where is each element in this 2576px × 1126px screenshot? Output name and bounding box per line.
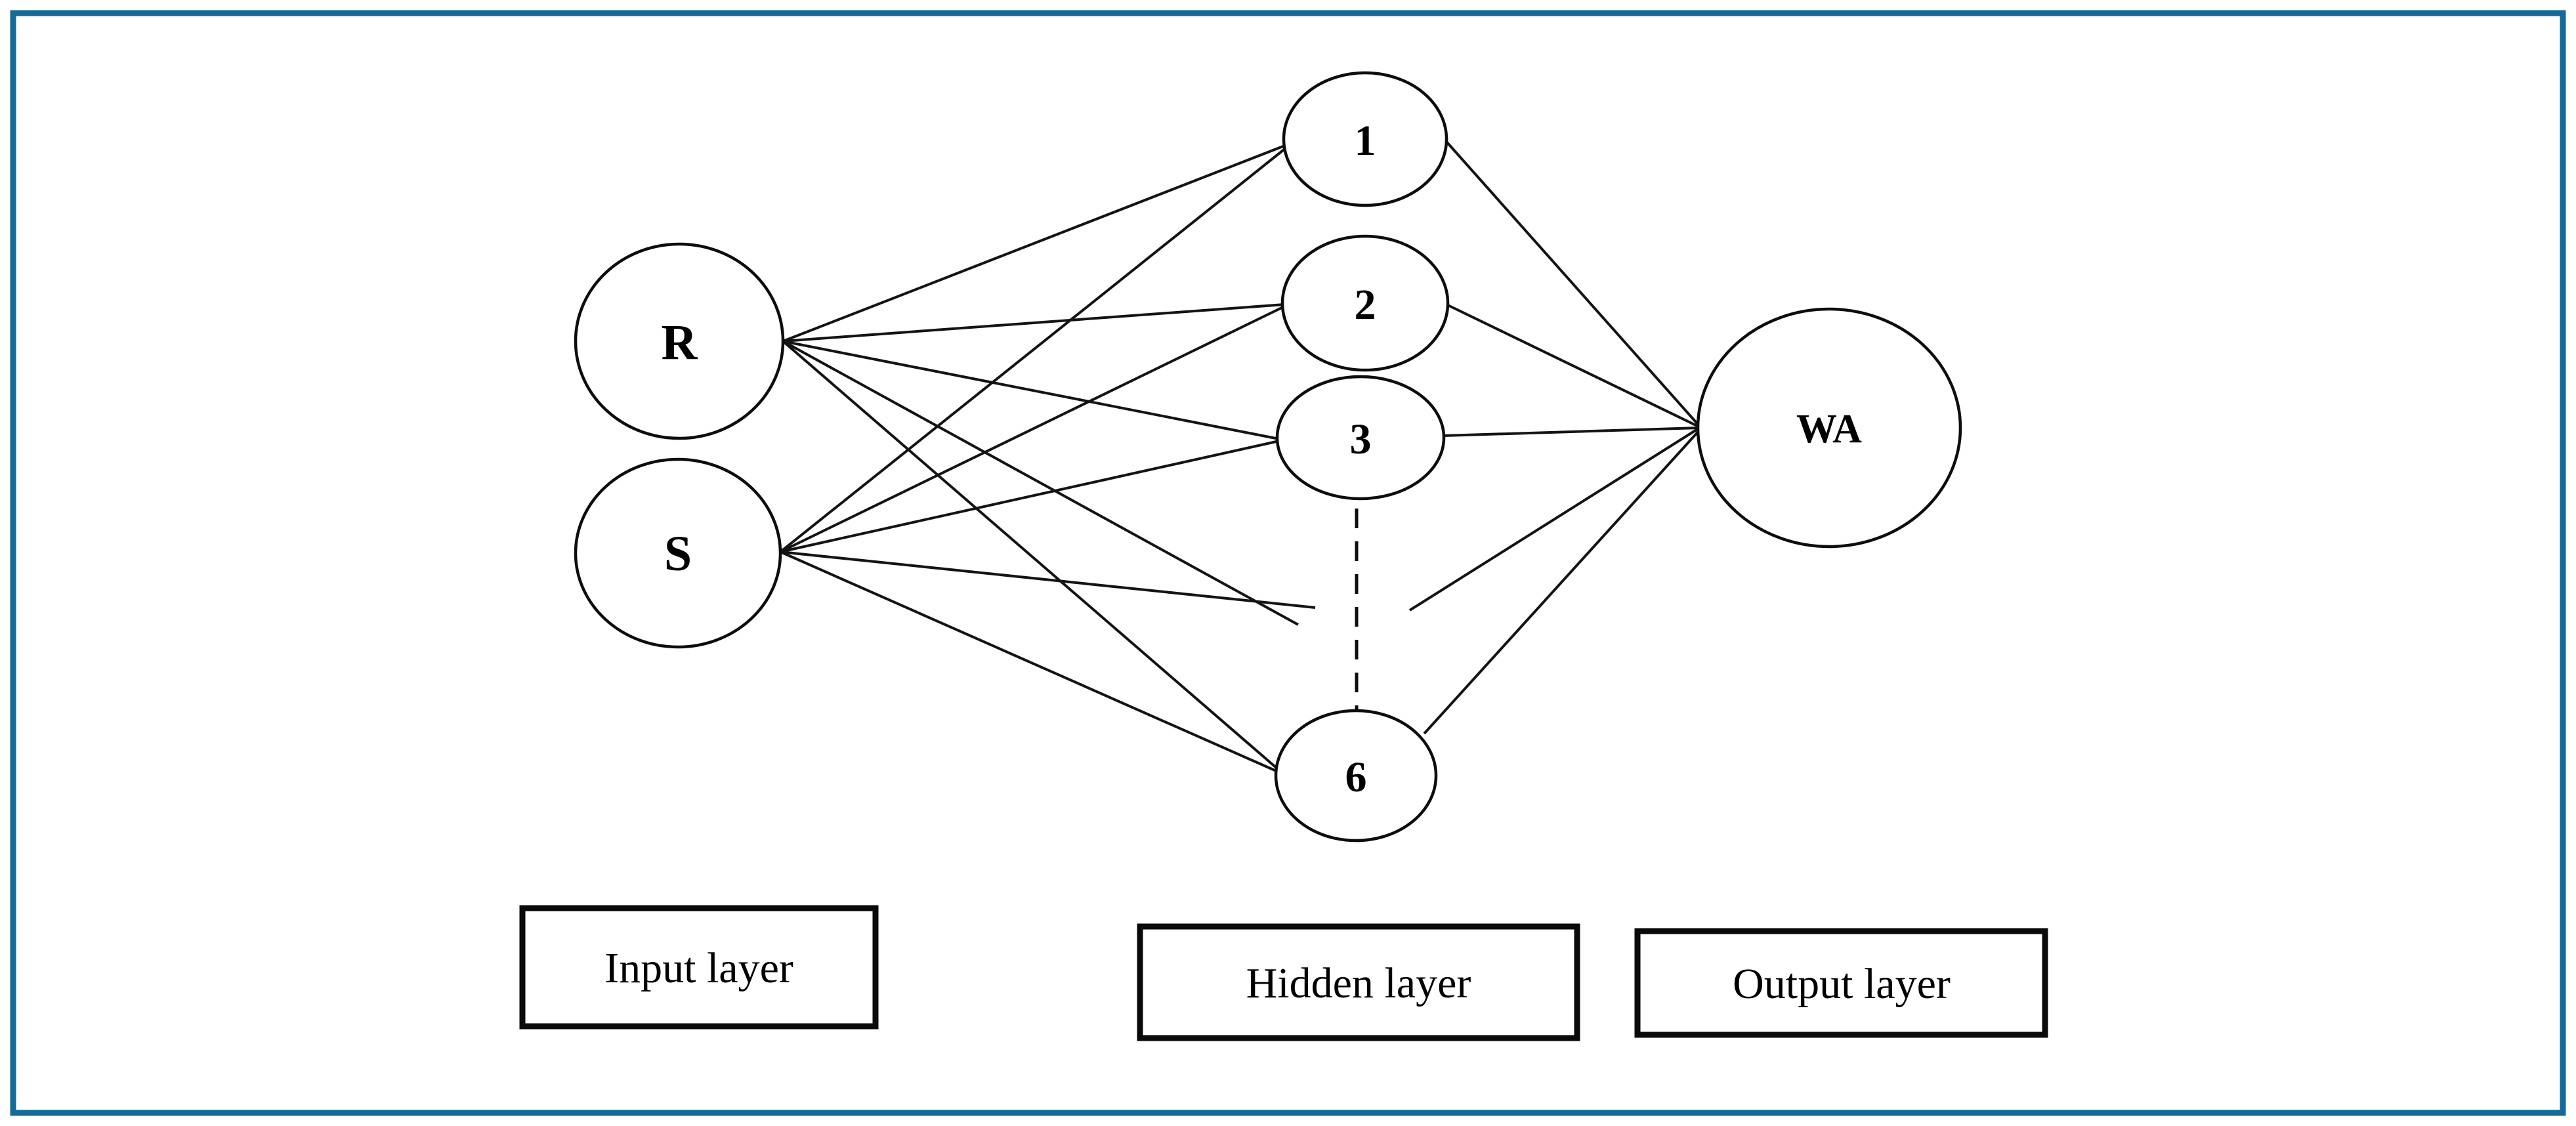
hidden-layer-label-box [1137,923,1580,1041]
node-S-circle [574,457,782,649]
node-1-circle [1282,71,1448,207]
edge-R-3 [782,340,1280,440]
node-3-circle [1275,375,1446,501]
hidden-layer-nodes: 1 2 3 6 [1274,71,1450,843]
node-WA-circle [1696,307,1962,549]
edge-hiddengap-WA [1408,427,1700,612]
edge-2-WA [1447,304,1700,428]
node-2-label: 2 [1355,281,1376,329]
node-R-circle [574,242,785,440]
node-1-label: 1 [1355,117,1376,165]
edge-R-6 [782,340,1279,770]
edge-6-WA [1423,428,1701,735]
edges-input-to-hidden [779,144,1316,773]
edge-S-2 [780,305,1285,553]
node-S-label: S [664,526,692,581]
input-layer-label: Input layer [604,944,793,992]
edge-S-hiddengap [780,551,1316,609]
node-2-circle [1280,234,1450,372]
figure-border-frame [10,10,2566,1116]
edge-1-WA [1445,140,1701,428]
node-3-label: 3 [1350,415,1372,463]
input-layer-nodes: R S [574,242,785,649]
input-layer-label-box [519,905,879,1030]
edges-hidden-to-output [1408,140,1701,735]
hidden-layer-label: Hidden layer [1246,959,1471,1007]
output-layer-label: Output layer [1733,960,1951,1008]
output-layer-label-box [1634,928,2048,1038]
node-6-circle [1274,709,1438,843]
node-WA-label: WA [1796,407,1862,451]
edge-R-2 [782,303,1285,343]
output-layer-nodes: WA [1696,307,1962,549]
edge-S-6 [780,551,1278,773]
edge-S-1 [779,146,1288,553]
node-R-label: R [662,315,698,370]
node-6-label: 6 [1345,753,1367,801]
edge-R-1 [782,144,1287,343]
edge-R-hiddengap [782,340,1299,626]
edge-3-WA [1443,427,1700,437]
edge-S-3 [780,440,1280,553]
layer-label-boxes: Input layer Hidden layer Output layer [519,905,2048,1041]
